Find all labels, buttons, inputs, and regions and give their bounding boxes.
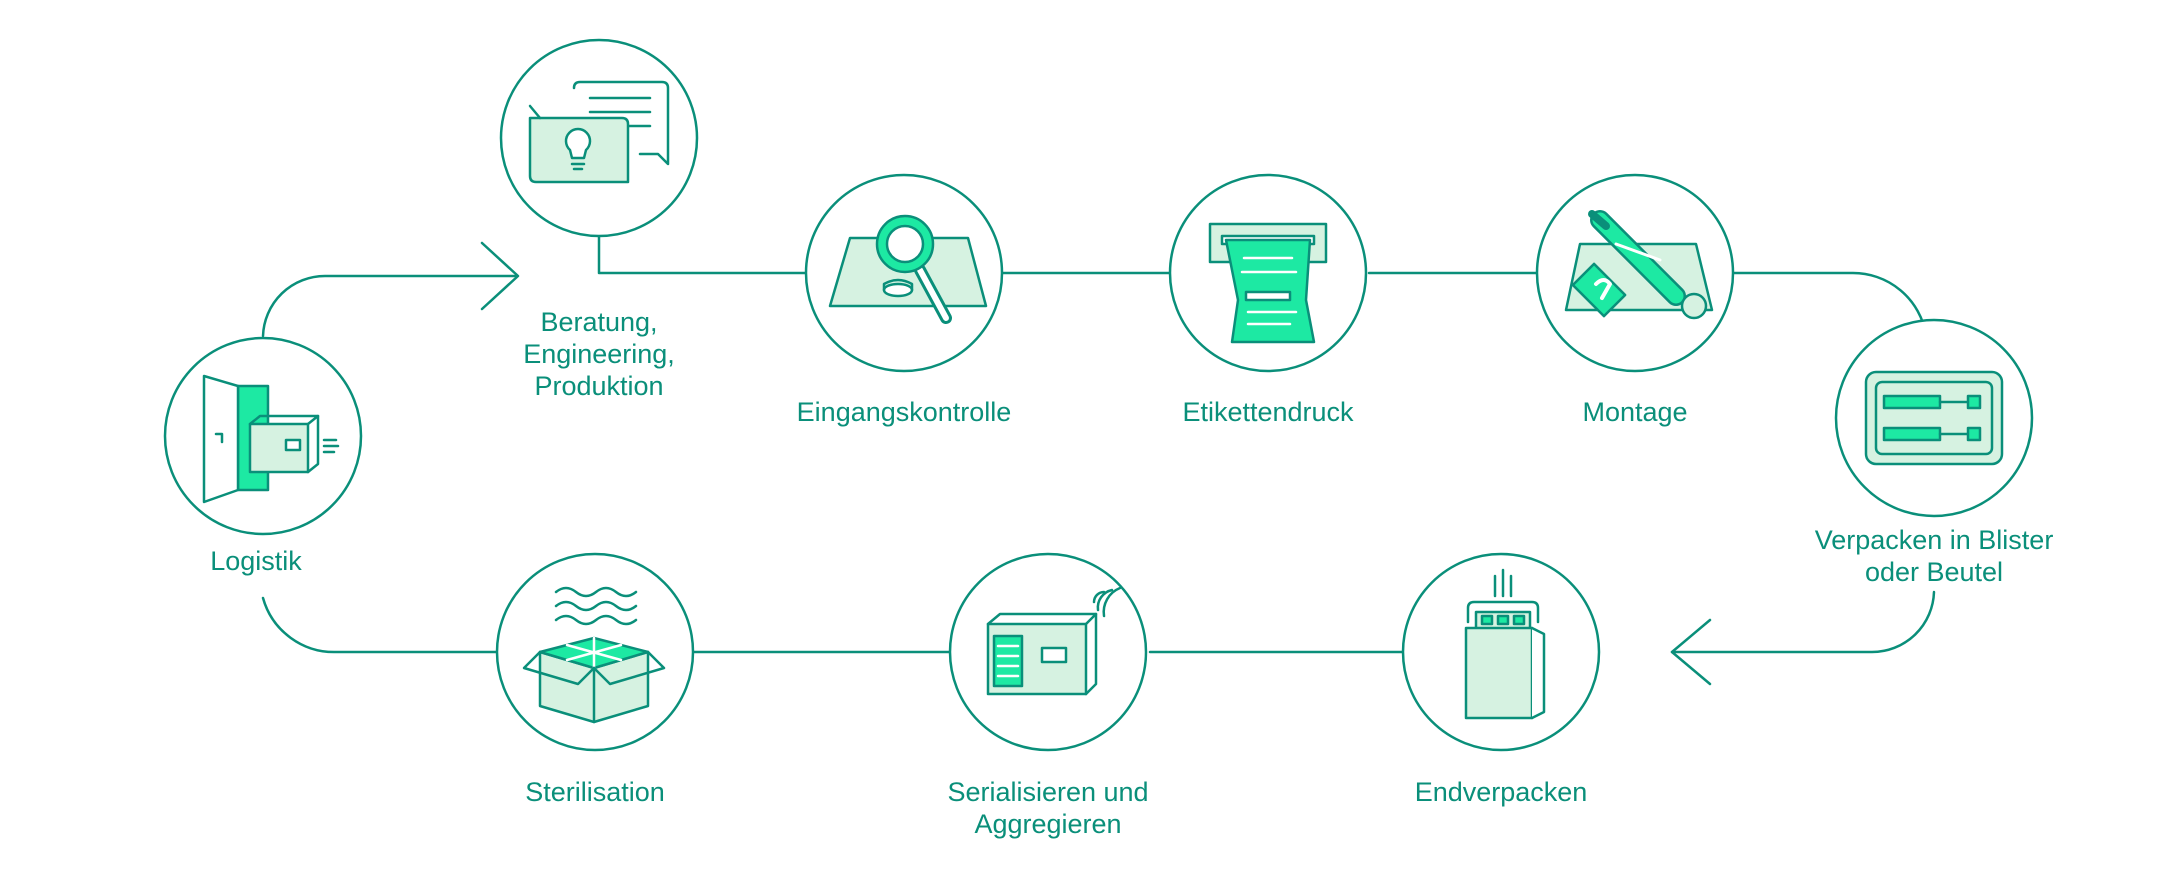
label-sterilisation: Sterilisation (525, 777, 665, 807)
syringe-icon (1564, 210, 1714, 320)
label-endverpacken: Endverpacken (1414, 777, 1588, 807)
label-printer-icon (1208, 222, 1328, 344)
blister-pack-icon (1864, 370, 2004, 466)
arrow-head-right (480, 241, 520, 311)
bag-icon (1464, 568, 1546, 720)
steam-box-icon (522, 586, 666, 724)
label-montage: Montage (1582, 397, 1688, 427)
arrow-head-left (1670, 618, 1712, 686)
magnifier-icon (828, 214, 988, 324)
label-beratung: Beratung, Engineering, Produktion (523, 307, 675, 401)
chat-bulb-icon (528, 80, 670, 184)
label-eingang: Eingangskontrolle (796, 397, 1012, 427)
rfid-box-icon (986, 586, 1122, 696)
label-etikett: Etikettendruck (1182, 397, 1354, 427)
flow-path (261, 234, 1936, 654)
door-box-icon (202, 374, 340, 504)
label-serialisieren: Serialisieren und Aggregieren (947, 777, 1149, 839)
label-logistik: Logistik (210, 546, 302, 576)
label-blister: Verpacken in Blister oder Beutel (1814, 525, 2054, 587)
